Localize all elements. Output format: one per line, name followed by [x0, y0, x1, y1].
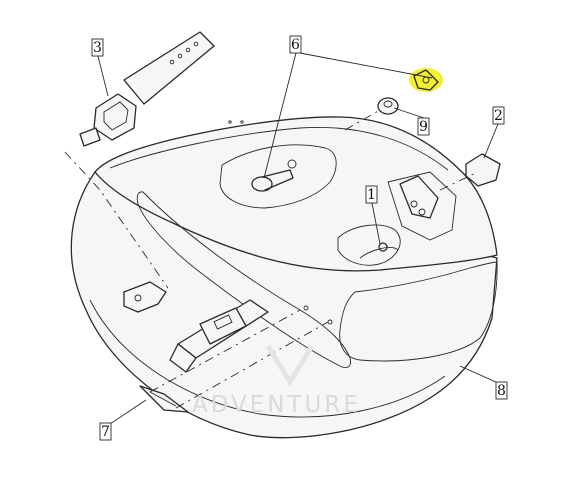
part-9-bumper — [377, 97, 399, 115]
top-case-body — [70, 116, 498, 439]
latch-assembly — [399, 175, 439, 219]
assembly-lines — [64, 109, 479, 409]
watermark-text: ADVENTURE — [192, 392, 361, 418]
callout-8: 8 — [495, 381, 508, 400]
leader-lines — [97, 52, 499, 425]
callout-3-text: 3 — [93, 40, 102, 56]
lower-recess-fitting — [359, 242, 399, 259]
callout-labels: 3 6 9 2 1 8 7 — [91, 35, 508, 441]
lock-cylinder — [251, 159, 297, 192]
callout-6: 6 — [289, 35, 302, 54]
lid-recesses — [219, 144, 457, 266]
hinge-bracket — [123, 281, 167, 313]
part-3-buckle-strap — [79, 31, 215, 147]
callout-9-text: 9 — [419, 119, 428, 135]
callout-3: 3 — [91, 38, 104, 57]
callout-1: 1 — [365, 185, 378, 204]
part-7-badge — [139, 385, 189, 413]
callout-2-text: 2 — [494, 108, 503, 124]
callout-6-text: 6 — [291, 37, 300, 53]
highlight-latch-key — [409, 68, 443, 92]
part-2-clip — [465, 153, 501, 187]
callout-7: 7 — [99, 422, 112, 441]
callout-7-text: 7 — [101, 424, 110, 440]
callout-1-text: 1 — [367, 187, 376, 203]
callout-8-text: 8 — [497, 383, 506, 399]
mesh-panel — [136, 191, 498, 369]
callout-2: 2 — [492, 106, 505, 125]
callout-9: 9 — [417, 117, 430, 136]
body-strap — [169, 299, 269, 373]
watermark: ADVENTURE — [192, 344, 361, 418]
